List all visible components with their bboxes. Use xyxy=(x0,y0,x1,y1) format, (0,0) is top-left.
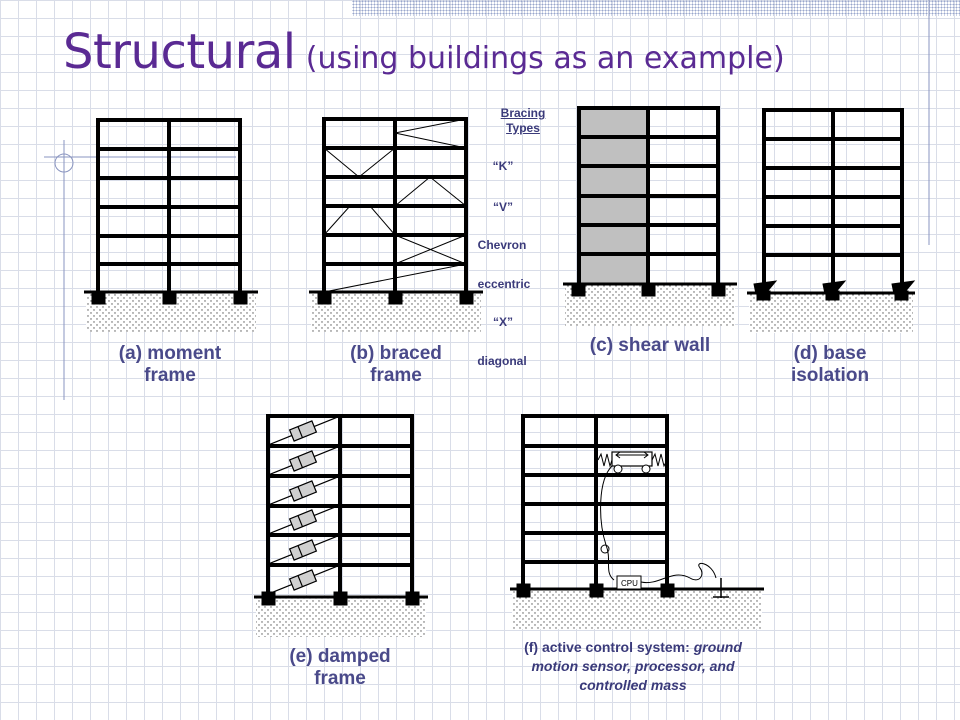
page-title: Structural (using buildings as an exampl… xyxy=(63,24,785,80)
active-control-building xyxy=(510,414,764,629)
title-main: Structural xyxy=(63,24,296,80)
caption-damped-frame: (e) damped frame xyxy=(252,646,428,690)
title-subtitle: (using buildings as an example) xyxy=(305,41,785,76)
caption-f-line2: motion sensor, processor, and xyxy=(531,658,735,674)
slide-decoration xyxy=(44,0,930,400)
caption-f-line3: controlled mass xyxy=(579,677,687,693)
bracing-type-diagonal: diagonal xyxy=(477,354,527,368)
shear-wall-building xyxy=(563,106,737,326)
braced-frame-building xyxy=(309,117,483,332)
bracing-type-eccentric: eccentric xyxy=(477,277,531,291)
caption-a-line1: (a) moment xyxy=(118,343,222,364)
bracing-types-header: Bracing Types xyxy=(488,106,558,136)
caption-moment-frame: (a) moment frame xyxy=(90,343,250,387)
caption-braced-frame: (b) braced frame xyxy=(316,343,476,387)
moment-frame-building xyxy=(84,118,258,332)
caption-base-isolation: (d) base isolation xyxy=(750,343,910,387)
caption-e-line2: frame xyxy=(314,668,366,689)
caption-shear-wall: (c) shear wall xyxy=(589,335,711,356)
bracing-type-k: “K” xyxy=(492,159,514,173)
caption-d-line1: (d) base xyxy=(793,343,867,364)
decorative-dot-band xyxy=(352,0,960,16)
caption-f-line1-italic: ground xyxy=(693,639,742,655)
caption-active-control: (f) active control system: ground motion… xyxy=(488,638,778,695)
cpu-label: CPU xyxy=(621,579,638,588)
caption-a-line2: frame xyxy=(144,365,196,386)
bracing-type-x: “X” xyxy=(492,315,513,329)
bracing-type-v: “V” xyxy=(492,200,513,214)
base-isolation-building xyxy=(747,108,916,333)
caption-e-line1: (e) damped xyxy=(289,646,391,667)
bracing-type-chevron: Chevron xyxy=(477,238,527,252)
caption-f-line1: (f) active control system: ground xyxy=(488,638,778,657)
caption-d-line2: isolation xyxy=(790,365,870,386)
caption-b-line1: (b) braced xyxy=(350,343,442,364)
caption-b-line2: frame xyxy=(370,365,422,386)
bracing-header-line1: Bracing xyxy=(500,106,546,120)
damped-frame-building xyxy=(254,414,428,637)
caption-f-line1-bold: (f) active control system: xyxy=(524,639,690,655)
bracing-header-line2: Types xyxy=(506,121,540,135)
